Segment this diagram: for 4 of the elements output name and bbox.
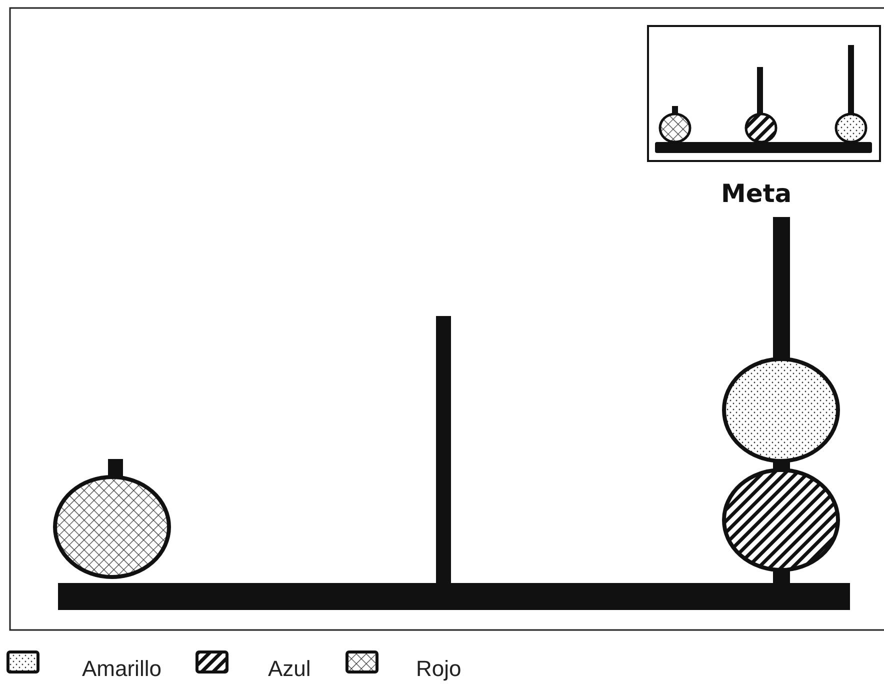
goal-heading: Meta <box>721 179 792 208</box>
legend-label: Azul <box>268 656 311 682</box>
legend-label: Amarillo <box>82 656 162 682</box>
legend-label: Rojo <box>416 656 462 682</box>
